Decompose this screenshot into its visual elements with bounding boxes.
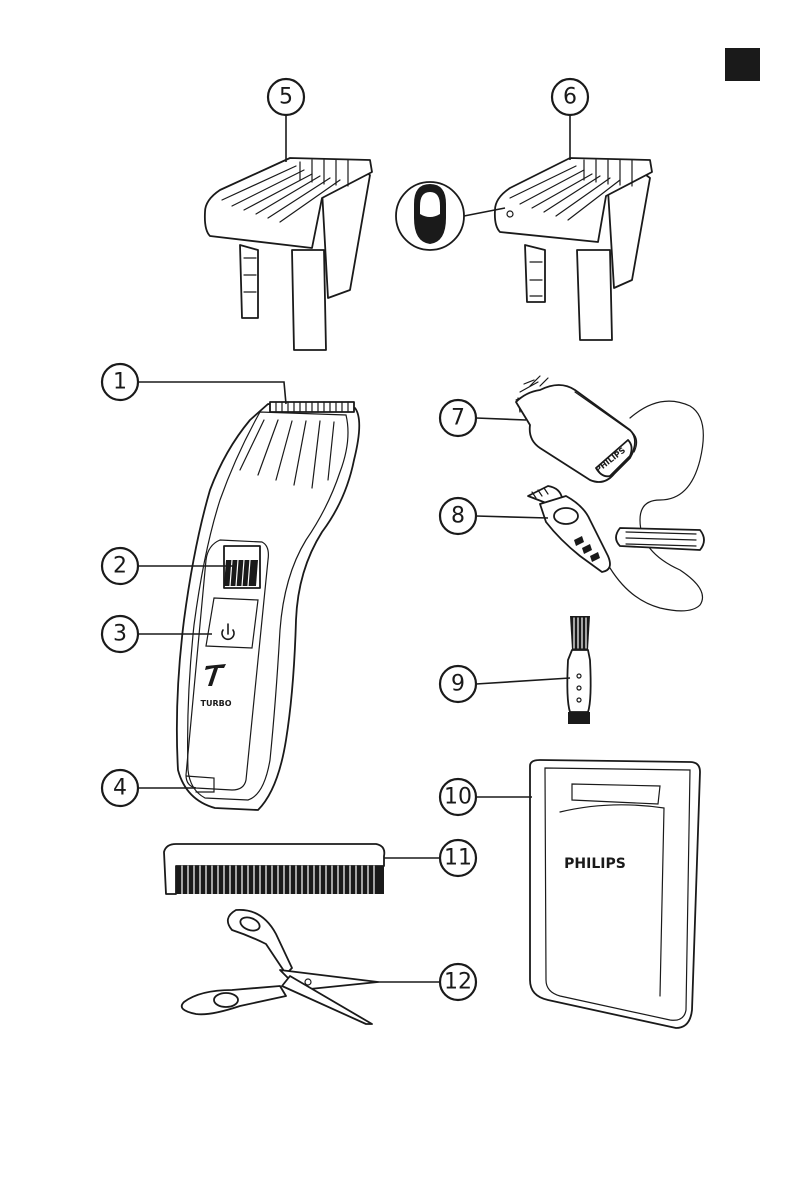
scissors bbox=[182, 910, 378, 1024]
svg-text:9: 9 bbox=[451, 672, 465, 697]
leader-7 bbox=[476, 418, 526, 420]
leader-1 bbox=[138, 382, 286, 404]
callout-1: 1 bbox=[102, 364, 138, 400]
callout-8: 8 bbox=[440, 498, 476, 534]
callout-12: 12 bbox=[440, 964, 476, 1000]
callout-4: 4 bbox=[102, 770, 138, 806]
cleaning-brush bbox=[567, 616, 590, 724]
callout-7: 7 bbox=[440, 400, 476, 436]
callout-11: 11 bbox=[440, 840, 476, 876]
svg-text:6: 6 bbox=[563, 85, 577, 110]
svg-text:11: 11 bbox=[444, 846, 472, 871]
svg-text:10: 10 bbox=[444, 785, 472, 810]
hair-comb-attachment bbox=[205, 158, 372, 350]
beard-comb-attachment bbox=[396, 158, 652, 340]
leader-9 bbox=[476, 678, 570, 684]
svg-text:1: 1 bbox=[113, 370, 127, 395]
callout-6: 6 bbox=[552, 79, 588, 115]
section-tab bbox=[725, 48, 760, 81]
svg-text:8: 8 bbox=[451, 504, 465, 529]
appliance-plug bbox=[528, 486, 610, 572]
callout-9: 9 bbox=[440, 666, 476, 702]
svg-text:4: 4 bbox=[113, 776, 127, 801]
pouch-brand: PHILIPS bbox=[564, 856, 626, 872]
callout-2: 2 bbox=[102, 548, 138, 584]
callout-10: 10 bbox=[440, 779, 476, 815]
leader-8 bbox=[476, 516, 548, 518]
length-setting-wheel[interactable] bbox=[224, 546, 260, 588]
hair-comb bbox=[164, 844, 384, 894]
svg-text:2: 2 bbox=[113, 554, 127, 579]
hair-clipper: TURBO bbox=[177, 402, 359, 810]
storage-pouch: PHILIPS bbox=[530, 760, 700, 1028]
svg-text:3: 3 bbox=[113, 622, 127, 647]
turbo-label: TURBO bbox=[200, 699, 231, 708]
callout-5: 5 bbox=[268, 79, 304, 115]
svg-text:7: 7 bbox=[451, 406, 465, 431]
svg-text:5: 5 bbox=[279, 85, 293, 110]
svg-text:12: 12 bbox=[444, 970, 472, 995]
callout-3: 3 bbox=[102, 616, 138, 652]
